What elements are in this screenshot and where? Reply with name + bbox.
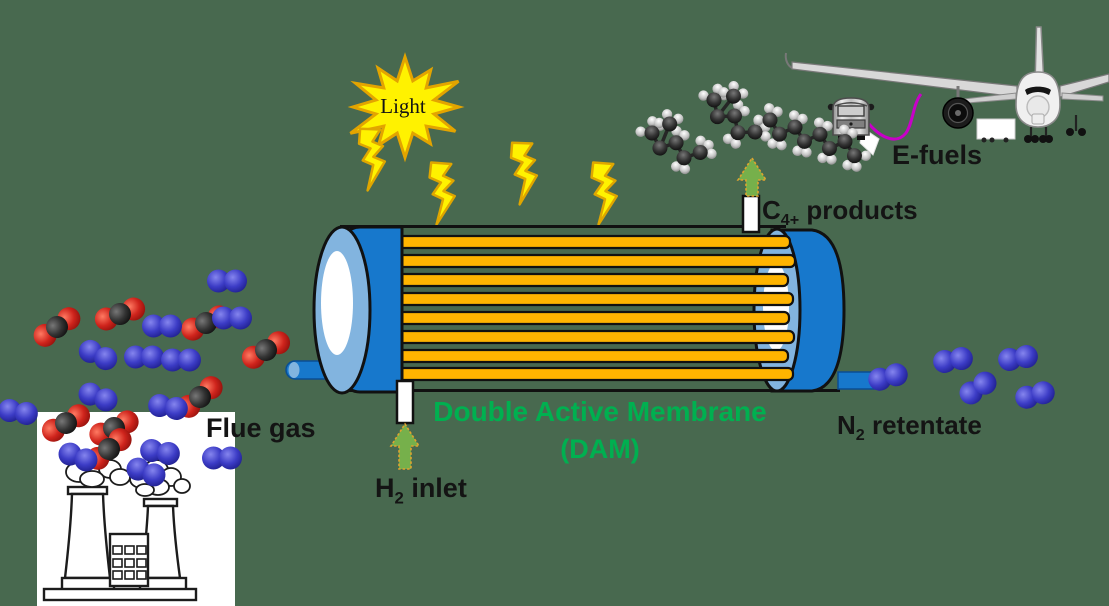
dam-title-label: Double Active Membrane xyxy=(433,396,767,427)
membrane-tube xyxy=(396,272,790,288)
fuselage-door xyxy=(1031,113,1045,125)
c4-products-label-sub: 4+ xyxy=(780,211,800,230)
dam-acronym-label: (DAM) xyxy=(560,434,640,464)
n2-molecule xyxy=(0,397,40,427)
c4-outlet-arrow-icon xyxy=(736,156,768,197)
lightning-bolt-icon xyxy=(419,159,462,228)
n2-molecule xyxy=(207,269,247,293)
n2-retentate-label-base: N xyxy=(837,410,856,440)
n2-molecule xyxy=(142,314,182,338)
factory-windows xyxy=(112,545,147,580)
membrane-tube xyxy=(396,291,795,307)
membrane-tube xyxy=(396,310,791,326)
membrane-reactor xyxy=(285,156,879,470)
n2-molecule xyxy=(996,343,1040,373)
n2-molecule xyxy=(124,345,164,369)
n2-molecule xyxy=(955,367,1001,409)
light-label: Light xyxy=(380,94,426,118)
h2-inlet-arrow-icon xyxy=(389,422,421,470)
h2-inlet-label: H2 inlet xyxy=(375,473,467,508)
lightning-bolt-icon xyxy=(581,159,624,228)
n2-retentate-label-sub: 2 xyxy=(855,426,865,445)
h2-inlet-port xyxy=(395,379,415,425)
hydrocarbon-molecule xyxy=(753,103,872,172)
membrane-tube xyxy=(396,366,795,382)
left-wing xyxy=(791,61,1018,98)
cooling-tower-left xyxy=(63,492,112,580)
n2-retentate-label-rest: retentate xyxy=(864,410,982,440)
sun-icon xyxy=(347,52,465,163)
airplane-icon xyxy=(784,26,1109,143)
left-end-cap xyxy=(312,225,404,395)
truck-roof-line xyxy=(834,102,868,107)
ground-equipment-wheels xyxy=(981,137,1009,143)
fuel-hose xyxy=(867,93,923,141)
membrane-tube xyxy=(396,253,797,269)
membrane-tube xyxy=(396,348,790,364)
engine-hub xyxy=(955,110,961,116)
co2-molecule xyxy=(237,327,295,373)
n2-molecule xyxy=(161,348,201,372)
n2-molecule xyxy=(931,345,975,375)
membrane-tube xyxy=(396,329,796,345)
flue-gas-factory-icon xyxy=(37,412,235,606)
c4-products-label-base: C xyxy=(762,195,781,225)
landing-gear-wheels xyxy=(1024,128,1086,143)
right-end-cap xyxy=(752,227,846,393)
hydrocarbon-molecule xyxy=(635,109,717,175)
co2-molecule xyxy=(29,302,85,352)
ground-equipment xyxy=(976,118,1016,140)
n2-molecule xyxy=(75,336,121,374)
co2-molecule xyxy=(91,294,149,334)
lightning-bolt-icon xyxy=(502,139,543,208)
cockpit-windows xyxy=(1025,86,1051,95)
h2-inlet-label-rest: inlet xyxy=(403,473,467,503)
n2-retentate-label: N2 retentate xyxy=(837,410,982,445)
e-fuels-label: E-fuels xyxy=(892,140,983,170)
h2-inlet-label-base: H xyxy=(375,473,395,503)
membrane-tube-bundle xyxy=(396,234,797,382)
flue-gas-label: Flue gas xyxy=(206,413,316,443)
h2-inlet-label-sub: 2 xyxy=(394,488,404,508)
membrane-tube xyxy=(396,234,792,250)
factory-base xyxy=(42,587,198,602)
c4-outlet-port xyxy=(741,194,761,234)
c4-products-label: C4+ products xyxy=(762,195,918,230)
n2-molecule xyxy=(1012,378,1058,412)
n2-molecule xyxy=(212,306,252,330)
winglet xyxy=(784,52,793,69)
truck-badge xyxy=(849,122,853,126)
c4-products-label-rest: products xyxy=(799,195,918,225)
right-stabilizer xyxy=(1061,92,1104,102)
landing-gear xyxy=(1029,115,1078,137)
truck-windshield xyxy=(837,105,865,117)
